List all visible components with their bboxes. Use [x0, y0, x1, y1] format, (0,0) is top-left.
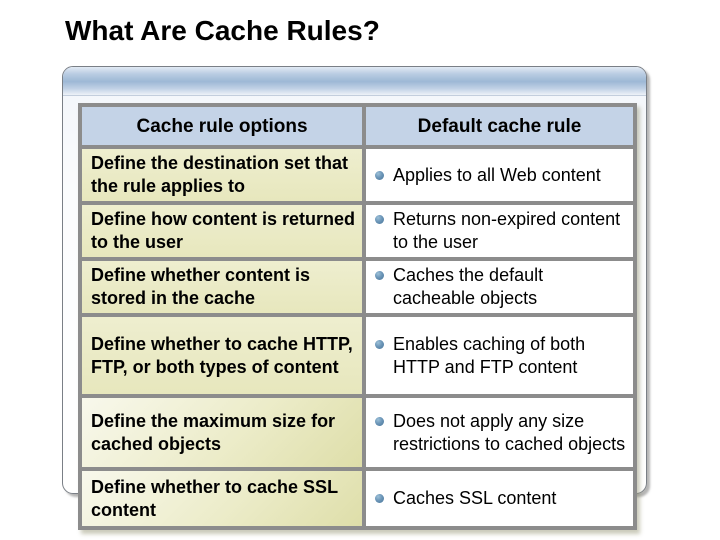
default-cell: Caches the default cacheable objects: [362, 257, 637, 317]
cache-rules-table: Cache rule options Default cache rule De…: [78, 103, 637, 530]
default-text: Caches SSL content: [393, 488, 557, 508]
table-row: Define whether to cache SSL content Cach…: [78, 467, 637, 530]
option-cell: Define how content is returned to the us…: [78, 201, 366, 261]
table-row: Define the destination set that the rule…: [78, 145, 637, 205]
table-row: Define whether to cache HTTP, FTP, or bo…: [78, 313, 637, 398]
bullet-icon: [375, 170, 384, 180]
default-text: Returns non-expired content to the user: [393, 209, 621, 252]
default-text: Enables caching of both HTTP and FTP con…: [393, 333, 586, 377]
default-text: Applies to all Web content: [393, 164, 601, 185]
default-cell: Applies to all Web content: [362, 145, 637, 205]
option-cell: Define the maximum size for cached objec…: [78, 394, 366, 471]
default-text: Does not apply any size restrictions to …: [393, 410, 626, 454]
bullet-icon: [375, 215, 384, 224]
default-cell: Enables caching of both HTTP and FTP con…: [362, 313, 637, 398]
bullet-icon: [375, 339, 384, 349]
table-row: Define how content is returned to the us…: [78, 201, 637, 261]
bullet-icon: [375, 271, 384, 280]
default-cell: Caches SSL content: [362, 467, 637, 530]
slide-title: What Are Cache Rules?: [65, 15, 380, 46]
bullet-icon: [375, 494, 384, 503]
table-header-row: Cache rule options Default cache rule: [78, 103, 637, 149]
option-cell: Define whether content is stored in the …: [78, 257, 366, 317]
table-row: Define the maximum size for cached objec…: [78, 394, 637, 471]
bullet-icon: [375, 416, 384, 426]
column-header-default: Default cache rule: [362, 103, 637, 149]
default-cell: Does not apply any size restrictions to …: [362, 394, 637, 471]
column-header-options: Cache rule options: [78, 103, 366, 149]
option-cell: Define the destination set that the rule…: [78, 145, 366, 205]
option-cell: Define whether to cache SSL content: [78, 467, 366, 530]
default-cell: Returns non-expired content to the user: [362, 201, 637, 261]
panel-header-bar: [63, 67, 646, 96]
option-cell: Define whether to cache HTTP, FTP, or bo…: [78, 313, 366, 398]
table-row: Define whether content is stored in the …: [78, 257, 637, 317]
default-text: Caches the default cacheable objects: [393, 265, 544, 308]
